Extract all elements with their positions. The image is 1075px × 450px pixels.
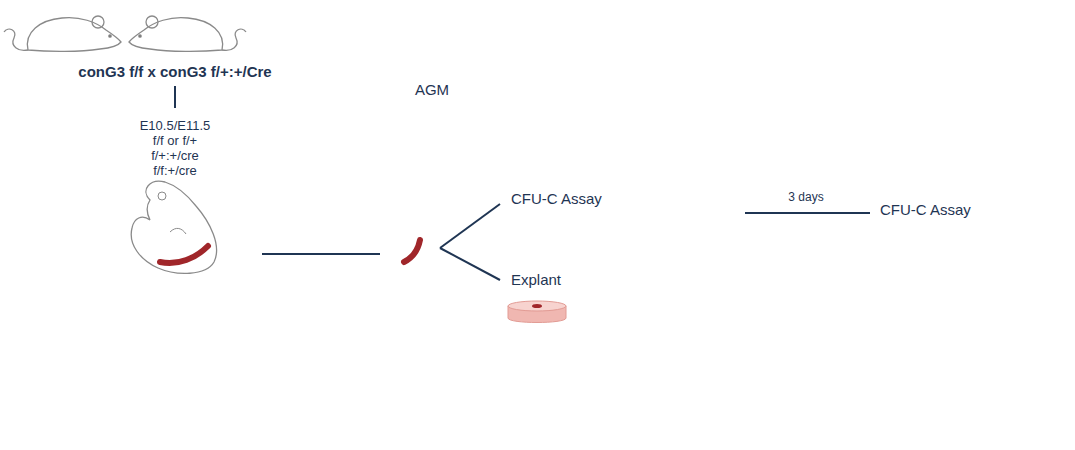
cross-line (174, 86, 176, 108)
agm-tissue (404, 240, 420, 262)
culture-dish (508, 301, 566, 323)
cross-label: conG3 f/f x conG3 f/+:+/Cre (78, 63, 271, 80)
duration-label: 3 days (788, 191, 823, 205)
genotype-label: f/f:+/cre (153, 164, 197, 179)
tissue-label: AGM (415, 81, 449, 98)
mice-illustration (4, 16, 246, 51)
stage-label: E10.5/E11.5 (140, 119, 211, 134)
assay-label: CFU-C Assay (880, 201, 971, 218)
genotype-label: f/f or f/+ (153, 134, 197, 149)
assay-label: CFU-C Assay (511, 190, 602, 207)
branch-lines (440, 204, 870, 280)
genotype-label: f/+:+/cre (151, 149, 199, 164)
explant-label: Explant (511, 271, 561, 288)
embryo-illustration (131, 181, 216, 273)
flow-line (262, 253, 380, 255)
